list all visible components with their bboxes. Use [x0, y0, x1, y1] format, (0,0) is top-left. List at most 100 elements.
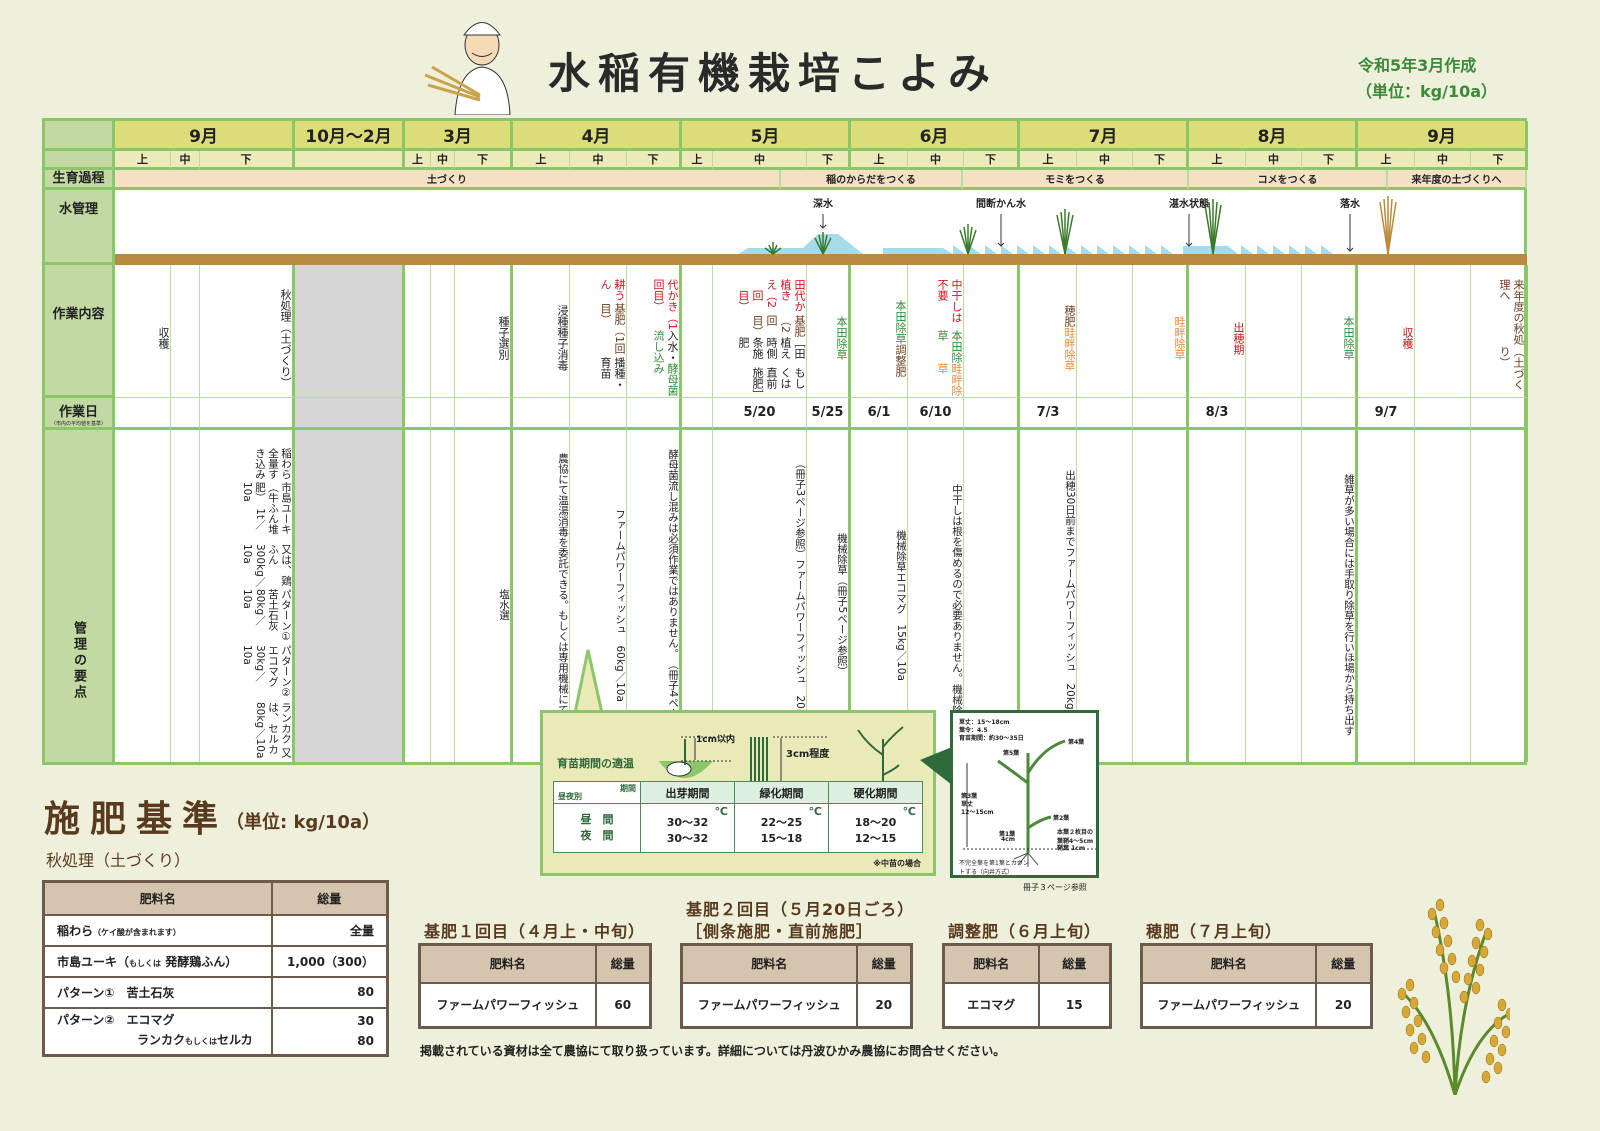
amount: 80: [357, 1034, 374, 1049]
spec-item: 葉令：4.5: [959, 727, 988, 734]
header-row: 肥料名総量: [1140, 943, 1373, 984]
table-row: 市島ユーキ（もしくは 発酵鶏ふん）1,000（300）: [42, 944, 389, 978]
farmer-illustration: [424, 22, 511, 115]
management-notes-cell: [1358, 430, 1415, 762]
period-header: 中: [1415, 151, 1471, 170]
work-content-cell: [405, 265, 431, 398]
work-item: ［田植え時側条施肥: [737, 337, 806, 360]
fertilizer-name: 発酵鶏ふん）: [161, 954, 238, 969]
page-title: 水稲有機栽培こよみ: [548, 49, 999, 98]
diagram-caption: 冊子３ページ参照: [1023, 883, 1087, 892]
day-temp: 30～32: [666, 816, 709, 829]
rice-grain: [1505, 1007, 1510, 1021]
header-row: 肥料名総量: [942, 943, 1112, 984]
row-label-date-text: 作業日: [58, 405, 98, 420]
rice-plant-icon: [1387, 201, 1397, 255]
period-header: 上: [682, 151, 713, 170]
work-date: [1415, 398, 1471, 430]
water-label: 落水: [1340, 199, 1360, 210]
work-content-cell: [682, 265, 713, 398]
intermittent-water: [985, 245, 997, 254]
intermittent-water: [1065, 245, 1077, 254]
unit-celsius: ℃: [808, 805, 822, 818]
work-content-cell: 出穂期: [1189, 265, 1246, 398]
work-item: 畦畔除草: [1063, 327, 1076, 371]
work-item: 酵母菌流し込み: [652, 330, 679, 397]
column-header: 肥料名: [42, 880, 273, 916]
period-header: 上: [115, 151, 171, 170]
callout-pointer: [920, 747, 952, 785]
water-label: 間断かん水: [976, 199, 1026, 210]
rice-plant-icon: [967, 229, 977, 255]
rice-grain: [1447, 952, 1457, 966]
work-item: 種子消毒: [556, 327, 569, 371]
rice-grain: [1431, 925, 1441, 939]
work-date: [405, 398, 431, 430]
month-header: 6月: [851, 121, 1020, 151]
rice-grain: [1481, 1070, 1491, 1084]
intermittent-water: [1321, 245, 1333, 254]
note-line: ファームパワーフィッシュ 60kg／10a: [614, 508, 626, 702]
growth-stage: コメをつくる: [1189, 170, 1388, 190]
period-header: 上: [513, 151, 570, 170]
rice-plant-icon: [764, 247, 774, 255]
growth-stage: 土づくり: [115, 170, 781, 190]
rice-grain: [1435, 898, 1445, 912]
month-header: 9月: [1358, 121, 1528, 151]
fertilizer-note: もしくは: [185, 1037, 218, 1047]
management-notes-cell: [115, 430, 171, 762]
fertilizer-title: 施肥基準: [44, 798, 229, 840]
work-item: 秋処理（土づくり）: [279, 288, 292, 388]
work-date: 5/25: [807, 398, 851, 430]
height-label: 3cm程度: [786, 749, 830, 760]
water-label: 湛水状態: [1169, 199, 1209, 210]
seedling-plant-illustration: [963, 739, 1096, 867]
period-header: 中: [713, 151, 807, 170]
rice-grain: [1493, 1016, 1503, 1030]
table-title: 基肥１回目（４月上・中旬）: [424, 922, 646, 941]
fertilizer-name: パターン① 苦土石灰: [42, 975, 273, 1009]
row-label-date: 作業日 （市内の平均値を基準）: [45, 398, 115, 430]
arrow-head-icon: [997, 242, 1005, 247]
column-header: 肥料名: [680, 943, 858, 984]
rice-grain: [1471, 981, 1481, 995]
rice-grain: [1401, 1005, 1411, 1019]
rice-plant-icon: [772, 244, 778, 255]
column-header: 総量: [594, 943, 652, 984]
rice-grain: [1493, 1061, 1503, 1075]
nursery-footnote: ※中苗の場合: [873, 859, 921, 868]
height-value: 12～15cm: [961, 809, 994, 816]
period-header: 上: [1358, 151, 1415, 170]
leaf4-label: 第4葉: [1068, 739, 1085, 746]
note-line: 機械除草: [895, 529, 907, 572]
seedling-specs: 草丈：15～18cm 葉令：4.5 育苗期間：約30～35日: [959, 719, 1024, 743]
work-content-cell: 浸種種子消毒: [513, 265, 570, 398]
period-header: 下: [964, 151, 1020, 170]
rice-grain: [1435, 943, 1445, 957]
fertilizer-note: （ケイ酸が含まれます）: [93, 927, 181, 937]
work-content-cell: 本田除草調整肥: [851, 265, 908, 398]
seedling-diagram: 草丈：15～18cm 葉令：4.5 育苗期間：約30～35日 第5葉 第4葉 第…: [950, 710, 1099, 878]
work-item: 基肥（1回目）: [599, 303, 626, 355]
leaf3-label: 第3葉: [961, 793, 978, 800]
period-header: 上: [1020, 151, 1077, 170]
rice-grain: [1485, 1052, 1495, 1066]
work-item: 調整肥: [894, 343, 907, 377]
fertilizer-name: エコマグ: [942, 981, 1040, 1029]
management-notes-cell: 出穂30日前までファームパワーフィッシュ 20kg／10a: [1020, 430, 1077, 762]
work-content-cell: [431, 265, 455, 398]
column-header: 出芽期間: [640, 781, 735, 804]
row-label-work: 作業内容: [45, 265, 115, 398]
rice-grain: [1497, 1043, 1507, 1057]
work-item: 本田除草: [1342, 316, 1355, 360]
note-line: 稲わら全量すき込み: [254, 448, 292, 480]
management-notes-cell: ファームパワーフィッシュ 60kg／10a: [570, 430, 627, 762]
period-header: 下: [1302, 151, 1358, 170]
month-header: 8月: [1189, 121, 1358, 151]
rice-grain: [1443, 934, 1453, 948]
work-item: （土づくり）: [1498, 346, 1525, 391]
intermittent-water: [953, 245, 965, 254]
table-title: 基肥２回目（５月20日ごろ）: [686, 900, 915, 919]
created-date: 令和5年3月作成: [1358, 56, 1477, 75]
